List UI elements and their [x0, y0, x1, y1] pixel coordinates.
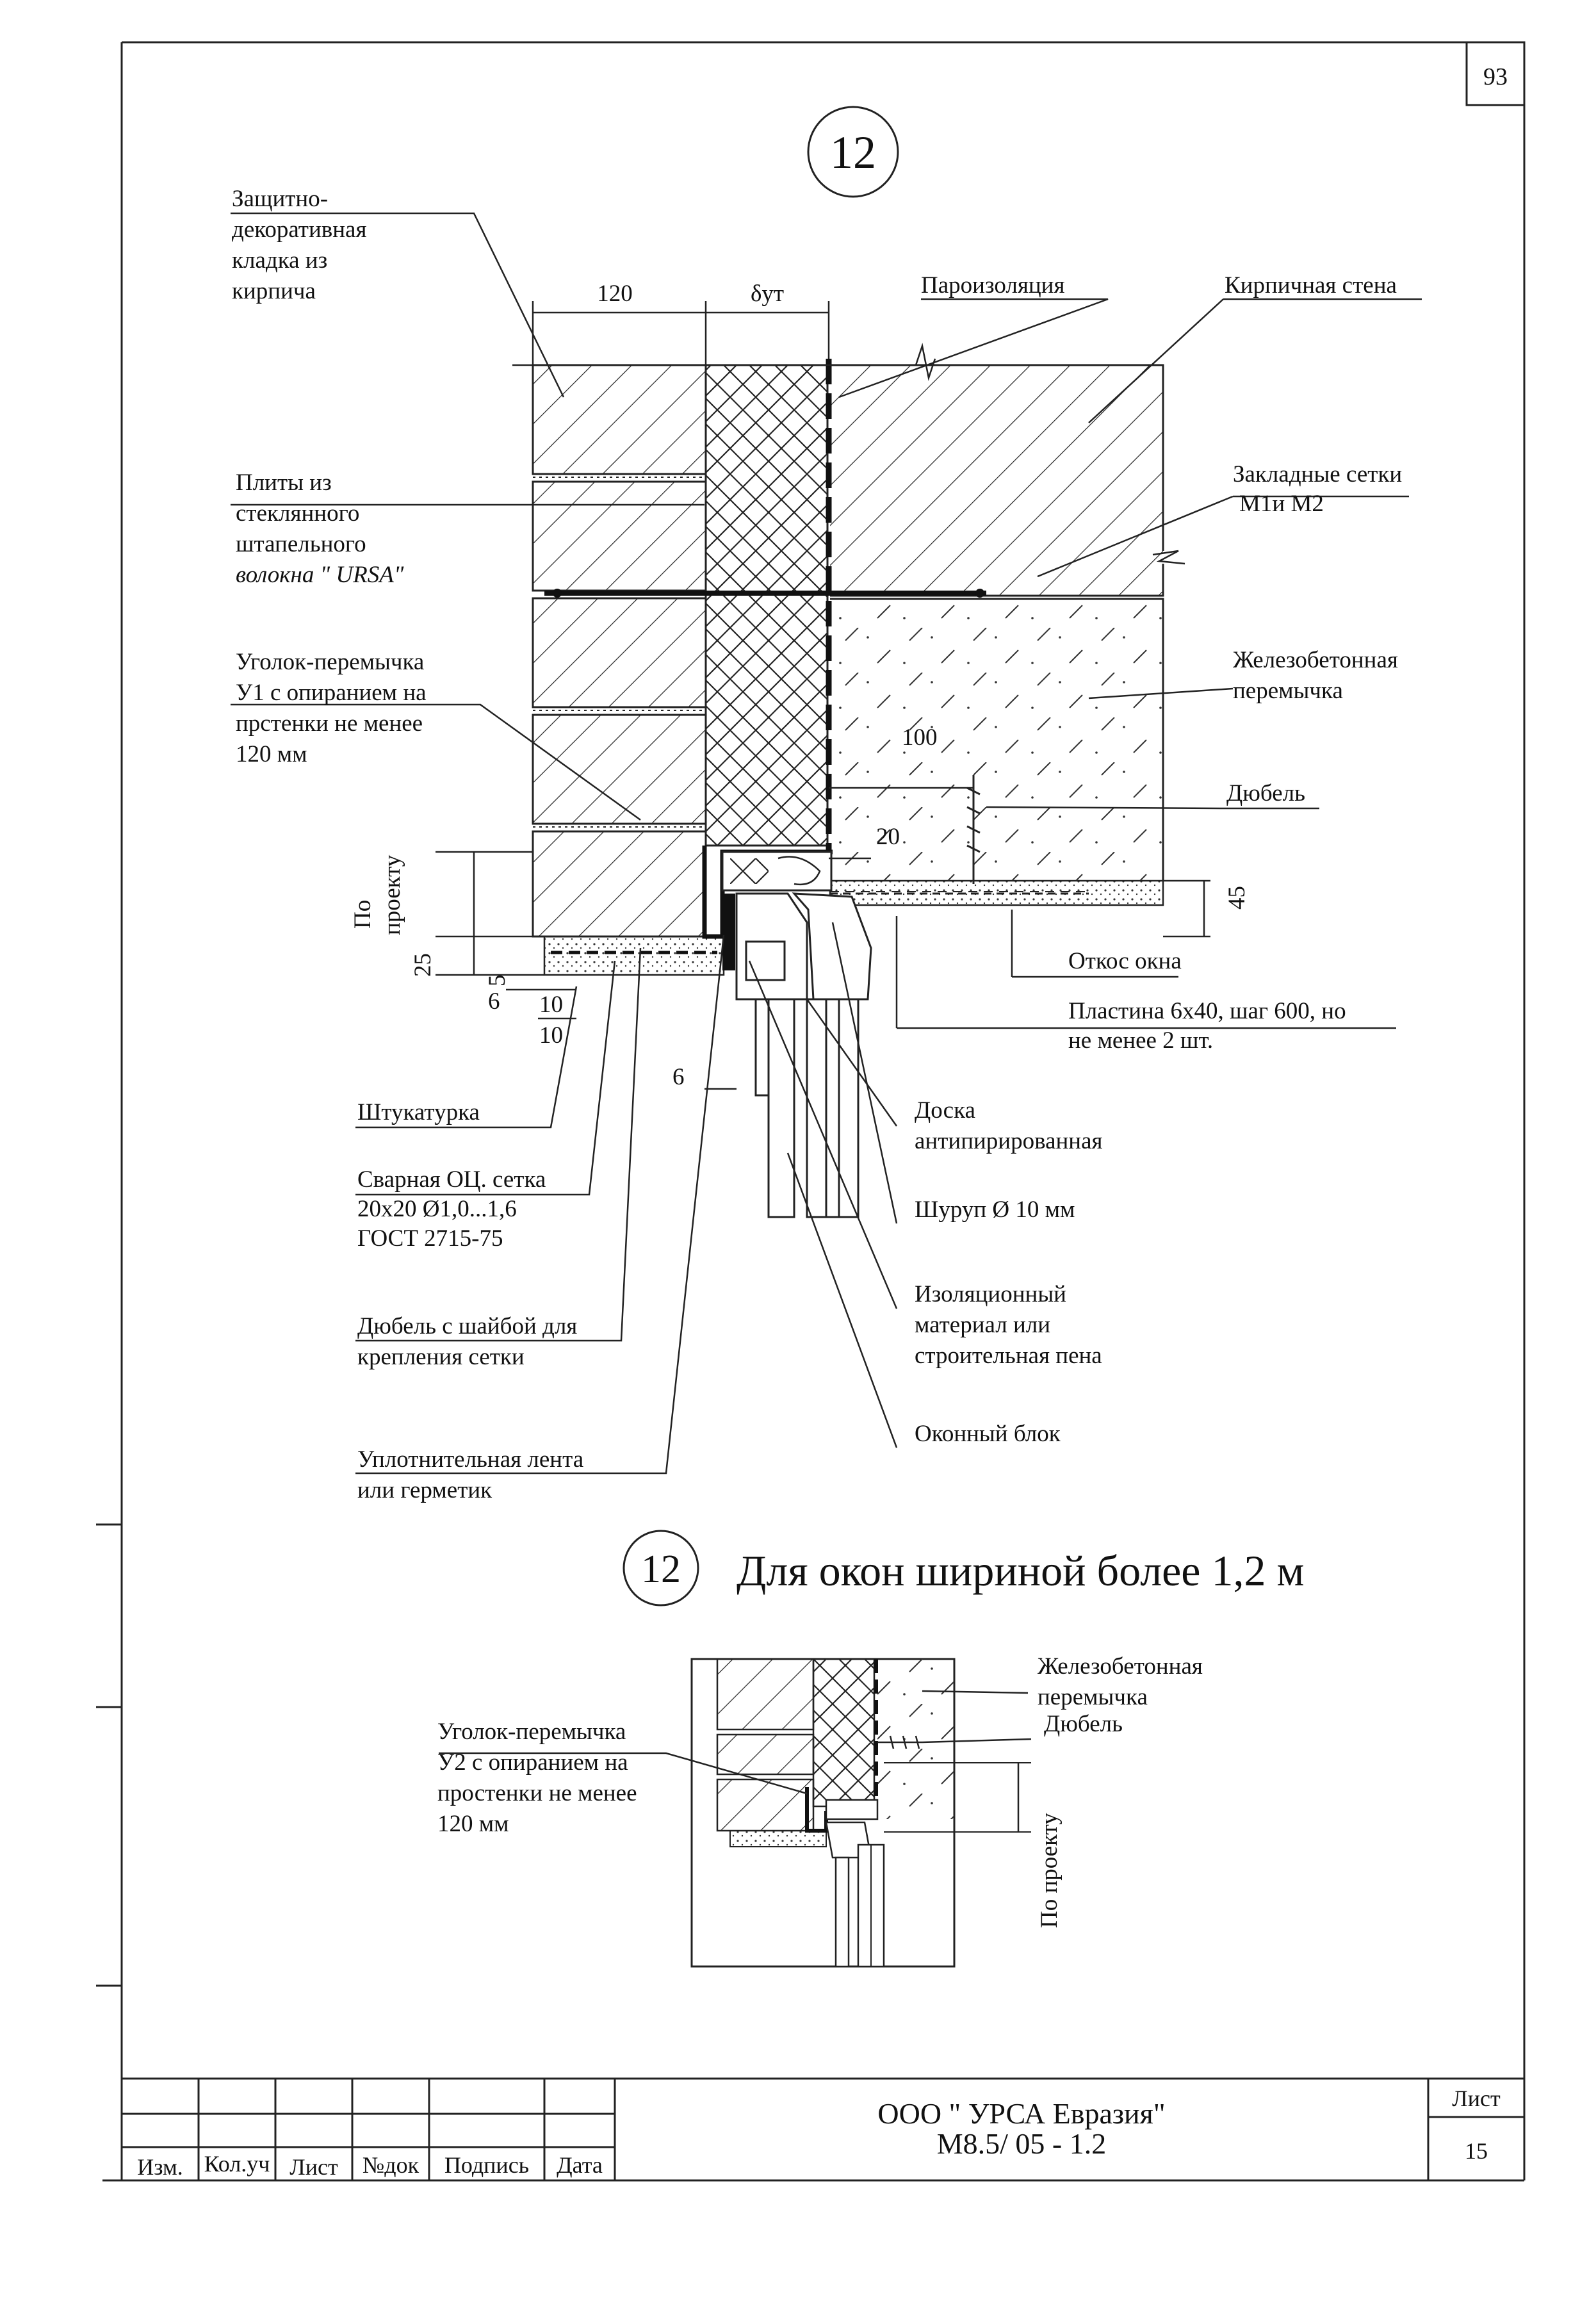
small-detail: [439, 1658, 1032, 1968]
dowel-label: Дюбель: [1226, 780, 1305, 806]
section-title-marker: 12: [641, 1548, 681, 1591]
section-title-text: Для окон шириной более 1,2 м: [737, 1546, 1305, 1595]
col-data: Дата: [557, 2152, 603, 2178]
angle-lintel-u2-label: Уголок-перемычка У2 с опиранием на прост…: [437, 1719, 643, 1837]
sheet-number: 15: [1465, 2138, 1488, 2164]
document-code: М8.5/ 05 - 1.2: [937, 2127, 1107, 2160]
sheet-label: Лист: [1452, 2086, 1501, 2111]
dim-10a-label: 10: [539, 992, 563, 1018]
vapor-barrier-label: Пароизоляция: [921, 272, 1064, 298]
corner-sheet-number: 93: [1483, 63, 1508, 90]
detail-marker-top: 12: [807, 106, 899, 198]
dim-100-label: 100: [902, 724, 938, 751]
sheet-frame: [96, 41, 1526, 2182]
dim-120-label: 120: [597, 281, 633, 307]
angle-lintel-u1-label: Уголок-перемычка У1 с опиранием на прсте…: [236, 649, 432, 767]
plate-label: Пластина 6х40, шаг 600, но не менее 2 шт…: [1068, 998, 1352, 1054]
dim-6b-label: 6: [672, 1064, 685, 1090]
dim-45-label: 45: [1224, 886, 1250, 910]
title-block-text: Изм. Кол.уч Лист №док Подпись Дата ООО "…: [137, 2086, 1501, 2180]
col-izm: Изм.: [137, 2154, 183, 2180]
col-koluch: Кол.уч: [204, 2151, 270, 2177]
window-slope-label: Откос окна: [1068, 948, 1182, 974]
company-name: ООО " УРСА Евразия": [877, 2097, 1165, 2130]
board-label: Доска антипирированная: [915, 1097, 1103, 1154]
brick-wall-label: Кирпичная стена: [1225, 272, 1397, 298]
ursa-plates-label: Плиты из стеклянного штапельного волокна…: [236, 470, 404, 588]
screw-label: Шуруп Ø 10 мм: [915, 1197, 1075, 1223]
sealing-tape: [722, 894, 735, 970]
dim-delta-label: δут: [751, 281, 784, 307]
section-title: 12 Для окон шириной более 1,2 м: [623, 1530, 1305, 1606]
dim-10b-label: 10: [539, 1022, 563, 1049]
brick-cladding: [532, 364, 707, 938]
detail-marker-top-label: 12: [830, 127, 876, 178]
top-labels: Защитно- декоративная кладка из кирпича …: [232, 186, 1408, 1503]
embedded-mesh-label: Закладные сетки М1и М2: [1233, 461, 1408, 517]
bottom-dowel-label: Дюбель: [1044, 1711, 1123, 1737]
dowel-main: [966, 775, 981, 884]
dim-5-label: 5: [484, 975, 510, 987]
dimensions: [436, 301, 1210, 1090]
welded-mesh-label: Сварная ОЦ. сетка 20х20 Ø1,0...1,6 ГОСТ …: [357, 1166, 552, 1252]
window-frame: [735, 892, 872, 1218]
rc-lintel-label: Железобетонная перемычка: [1233, 647, 1404, 704]
title-block: [122, 2077, 1524, 2180]
corner-sheet-number-box: 93: [1465, 41, 1526, 106]
by-project-vertical-label: По проекту: [350, 854, 405, 935]
leader-lines: [231, 212, 1422, 1475]
bottom-rc-lintel-label: Железобетонная перемычка: [1038, 1653, 1209, 1710]
sealing-tape-label: Уплотнительная лента или герметик: [357, 1446, 589, 1503]
col-podpis: Подпись: [444, 2152, 529, 2178]
plaster-strip: [543, 935, 725, 976]
main-section: [532, 343, 1185, 1218]
insulation-label: Изоляционный материал или строительная п…: [915, 1281, 1102, 1369]
col-ndok: №док: [362, 2152, 419, 2178]
rc-lintel-fill: [830, 599, 1163, 881]
plaster-label: Штукатурка: [357, 1099, 480, 1125]
ursa-insulation: [704, 364, 829, 847]
dim-20-label: 20: [876, 824, 900, 850]
brick-wall-fill: [830, 365, 1163, 596]
dowel-washer-label: Дюбель с шайбой для крепления сетки: [357, 1313, 583, 1370]
bottom-by-project-label: По проекту: [1036, 1813, 1063, 1928]
dim-25-label: 25: [410, 953, 436, 977]
bottom-labels: Железобетонная перемычка Дюбель Уголок-п…: [437, 1653, 1209, 1928]
dim-6a-label: 6: [488, 988, 500, 1015]
window-block-label: Оконный блок: [915, 1421, 1061, 1447]
brick-cladding-label: Защитно- декоративная кладка из кирпича: [232, 186, 373, 304]
col-list: Лист: [289, 2154, 338, 2180]
